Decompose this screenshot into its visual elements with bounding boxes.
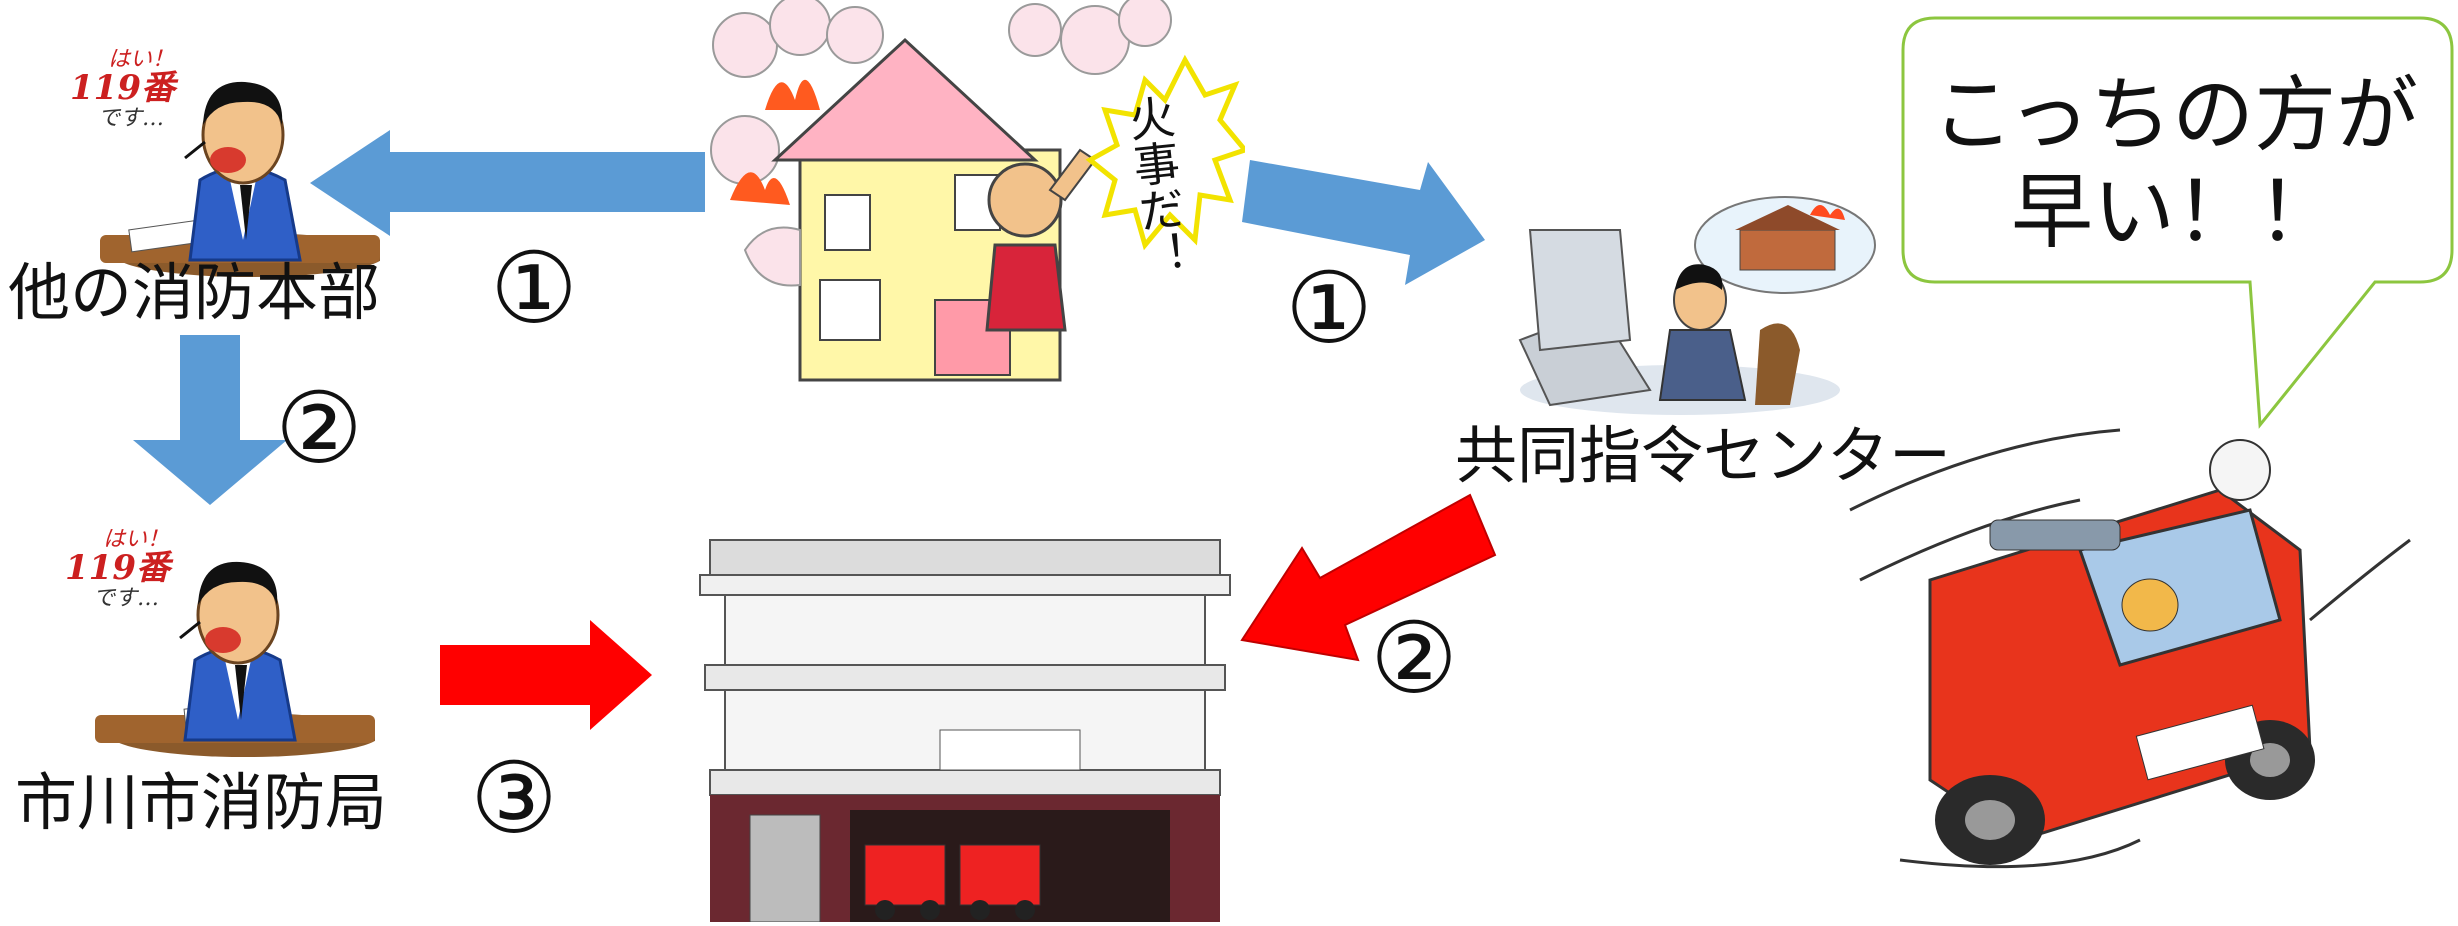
step-label-center-2: ②: [1370, 602, 1458, 716]
node-center: 共同指令センター: [1455, 419, 1952, 492]
step-label-down-2: ②: [275, 372, 363, 486]
burning-house-illustration: 火事だ！: [705, 0, 1250, 390]
node-other-hq: 他の消防本部: [8, 256, 381, 329]
fire-station-illustration: [690, 520, 1240, 923]
step-label-right-1: ①: [1285, 252, 1373, 366]
badge-line2: 119番: [65, 548, 170, 589]
arrow-ichikawa-to-station: [440, 620, 652, 730]
step-label-left-1: ①: [490, 232, 578, 346]
operator-badge: はい！ 119番 です…: [65, 528, 170, 610]
step-label-station-3: ③: [470, 742, 558, 856]
operator-illustration-top: はい！ 119番 です…: [60, 40, 385, 280]
operator-badge: はい！ 119番 です…: [70, 48, 175, 130]
speech-line2: 早い！！: [2010, 164, 2339, 260]
arrow-house-to-center: [1242, 160, 1485, 285]
badge-line1: はい！: [103, 527, 170, 552]
badge-line3: です…: [93, 585, 160, 611]
badge-line1: はい！: [108, 47, 175, 72]
badge-line2: 119番: [70, 68, 175, 109]
arrow-other-hq-to-ichikawa: [133, 335, 287, 505]
badge-line3: です…: [98, 105, 165, 131]
command-center-illustration: [1510, 190, 1880, 420]
speech-line1: こっちの方が: [1931, 68, 2419, 163]
arrow-house-to-other-hq: [310, 130, 705, 236]
operator-illustration-bottom: はい！ 119番 です…: [55, 520, 380, 760]
speech-bubble-text: こっちの方が 早い！！: [1905, 68, 2445, 262]
node-ichikawa: 市川市消防局: [15, 766, 388, 839]
arrow-center-to-station: [1240, 493, 1497, 662]
fire-engine-illustration: [1840, 420, 2420, 890]
